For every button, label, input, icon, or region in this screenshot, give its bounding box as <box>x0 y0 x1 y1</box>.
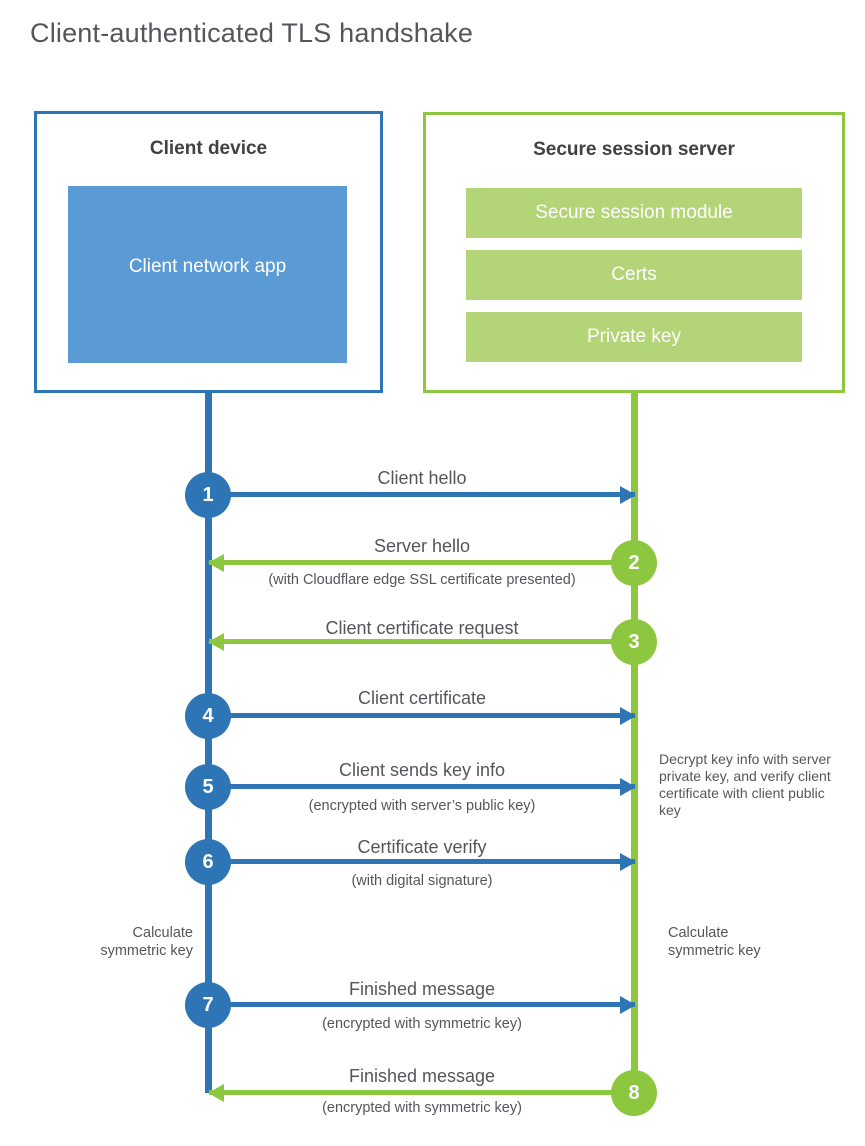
client-device-box: Client device Client network app <box>34 111 383 393</box>
step-3-label: Client certificate request <box>325 618 519 638</box>
client-network-app-box: Client network app <box>68 186 347 363</box>
private-key-bar: Private key <box>466 312 802 362</box>
step-4-label: Client certificate <box>357 688 487 708</box>
step-6-circle: 6 <box>185 839 231 885</box>
step-6-label: Certificate verify <box>357 837 487 857</box>
server-lifeline <box>631 393 638 1093</box>
step-7-arrow <box>209 995 636 1014</box>
arrow-head-left-icon <box>208 553 224 572</box>
arrow-head-left-icon <box>208 1083 224 1102</box>
arrow-head-right-icon <box>620 995 636 1014</box>
step-2-label: Server hello <box>373 536 471 556</box>
decrypt-key-note: Decrypt key info with server private key… <box>659 751 831 818</box>
step-1-circle: 1 <box>185 472 231 518</box>
arrow-head-right-icon <box>620 777 636 796</box>
step-8-label: Finished message <box>348 1066 496 1086</box>
step-4-arrow <box>209 706 636 725</box>
step-1-label: Client hello <box>377 468 467 488</box>
arrow-head-right-icon <box>620 706 636 725</box>
secure-session-server-box: Secure session server Secure session mod… <box>423 112 845 393</box>
step-8-subtext: (encrypted with symmetric key) <box>322 1100 522 1116</box>
step-8-circle: 8 <box>611 1070 657 1116</box>
arrow-head-left-icon <box>208 632 224 651</box>
step-5-circle: 5 <box>185 764 231 810</box>
certs-bar: Certs <box>466 250 802 300</box>
step-6-subtext: (with digital signature) <box>351 873 493 889</box>
secure-session-module-bar: Secure session module <box>466 188 802 238</box>
client-lifeline <box>205 393 212 1093</box>
step-2-circle: 2 <box>611 540 657 586</box>
client-network-app-label: Client network app <box>128 255 287 277</box>
arrow-head-right-icon <box>620 485 636 504</box>
step-2-subtext: (with Cloudflare edge SSL certificate pr… <box>268 572 576 588</box>
step-2-arrow <box>208 553 635 572</box>
step-7-label: Finished message <box>348 979 496 999</box>
step-7-circle: 7 <box>185 982 231 1028</box>
secure-session-server-title: Secure session server <box>533 139 735 160</box>
page-title: Client-authenticated TLS handshake <box>30 18 474 48</box>
step-5-label: Client sends key info <box>338 760 506 780</box>
calc-symmetric-key-left: Calculate symmetric key <box>100 925 193 959</box>
calc-symmetric-key-right: Calculate symmetric key <box>668 925 761 959</box>
step-3-arrow <box>208 632 635 651</box>
step-6-arrow <box>209 852 636 871</box>
step-7-subtext: (encrypted with symmetric key) <box>322 1016 522 1032</box>
step-8-arrow <box>208 1083 635 1102</box>
step-1-arrow <box>209 485 636 504</box>
step-5-subtext: (encrypted with server’s public key) <box>308 798 536 814</box>
step-4-circle: 4 <box>185 693 231 739</box>
step-5-arrow <box>209 777 636 796</box>
arrow-head-right-icon <box>620 852 636 871</box>
step-3-circle: 3 <box>611 619 657 665</box>
client-device-title: Client device <box>149 138 268 159</box>
